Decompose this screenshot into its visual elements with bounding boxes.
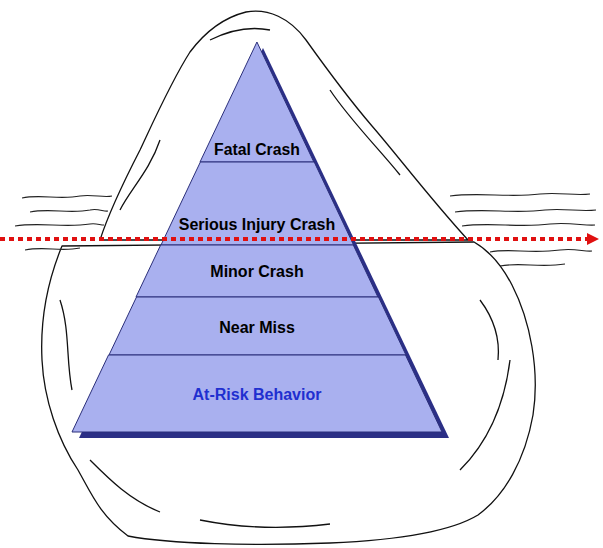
band-outline — [161, 162, 354, 245]
waterline-arrowhead — [587, 233, 599, 245]
wave — [22, 195, 112, 198]
ice-sketch-line — [460, 360, 510, 470]
ice-sketch-line — [210, 28, 270, 40]
band-label: At-Risk Behavior — [193, 386, 322, 404]
band-label: Fatal Crash — [214, 141, 300, 159]
wave — [462, 223, 595, 226]
wave — [500, 264, 565, 266]
band-label: Serious Injury Crash — [179, 216, 336, 234]
ice-sketch-line — [330, 90, 400, 175]
band-outline — [200, 42, 314, 162]
pyramid-band: Minor Crash — [136, 245, 378, 297]
pyramid-band: Near Miss — [109, 297, 406, 355]
ice-sketch-line — [60, 300, 72, 390]
ice-sketch-line — [480, 300, 498, 360]
pyramid-band: At-Risk Behavior — [72, 355, 442, 432]
pyramid-band: Serious Injury Crash — [161, 162, 354, 245]
band-outline — [72, 355, 442, 432]
band-outline — [109, 297, 406, 355]
ice-sketch-line — [90, 460, 160, 512]
wave — [455, 209, 596, 212]
band-label: Minor Crash — [210, 263, 303, 281]
wave — [25, 248, 80, 250]
iceberg — [42, 11, 536, 544]
waterline-dotted — [0, 237, 590, 241]
wave — [450, 193, 590, 196]
ice-sketch-line — [200, 520, 330, 527]
wave — [15, 224, 104, 226]
wave — [30, 209, 108, 212]
band-outline — [136, 245, 378, 297]
ice-sketch-line — [120, 140, 160, 210]
wave — [490, 249, 592, 252]
iceberg-underwater — [42, 242, 536, 544]
band-label: Near Miss — [219, 319, 295, 337]
pyramid-band: Fatal Crash — [200, 42, 314, 162]
